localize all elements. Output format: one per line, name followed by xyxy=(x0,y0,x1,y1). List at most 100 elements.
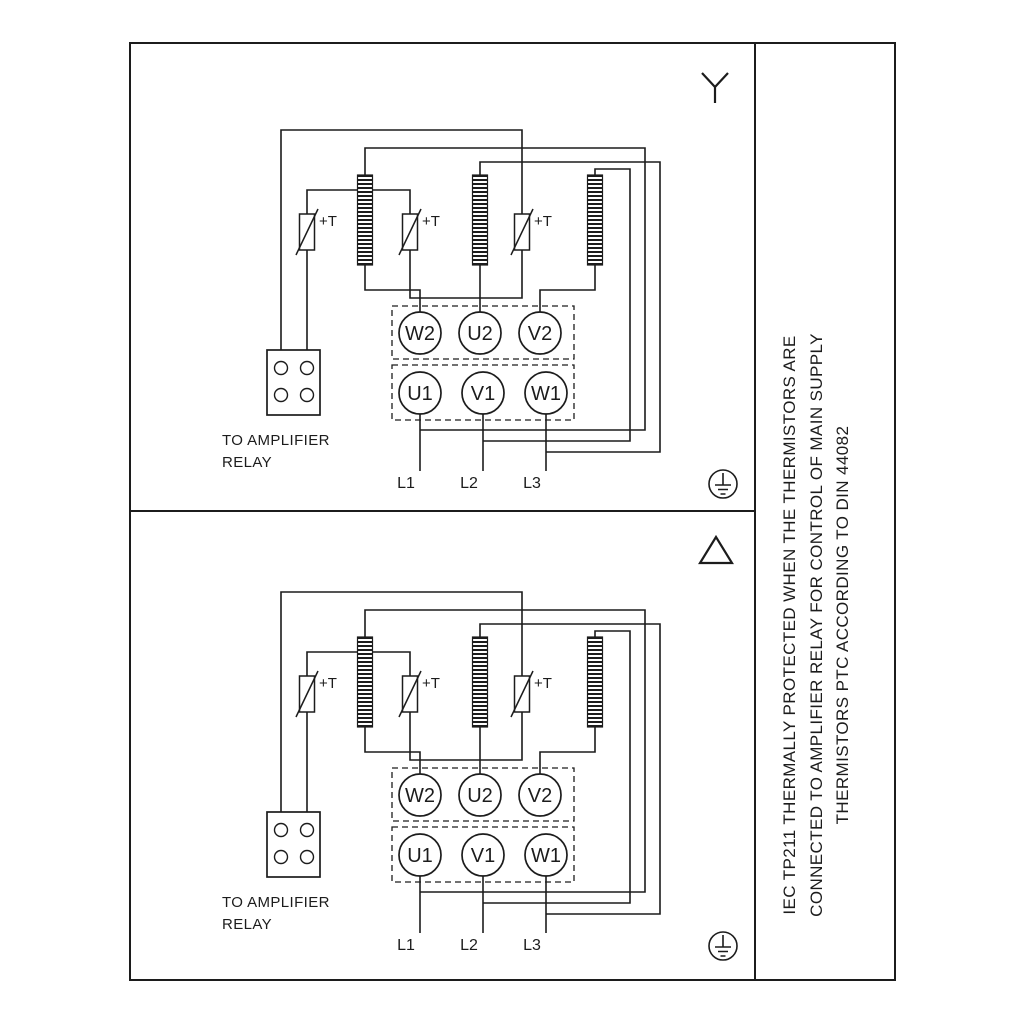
terminal-label: V2 xyxy=(528,785,552,807)
terminal-label: U2 xyxy=(467,323,493,345)
relay-caption-line-1: TO AMPLIFIER xyxy=(222,894,330,911)
supply-label-l1: L1 xyxy=(397,937,415,954)
thermistor-1: +T xyxy=(295,208,337,256)
winding-wiring xyxy=(364,147,661,453)
winding3-bottom-wire xyxy=(539,727,596,774)
thermistor-strike xyxy=(295,670,319,718)
terminal-v2: V2 xyxy=(518,311,562,355)
thermistor-3: +T xyxy=(510,670,552,718)
terminal-u1: U1 xyxy=(398,833,442,877)
terminal-circle xyxy=(458,773,502,817)
motor-windings xyxy=(356,174,604,266)
winding-wiring xyxy=(364,609,661,915)
thermistor-circuit-wire xyxy=(280,591,523,812)
motor-winding-icon xyxy=(471,174,489,266)
terminal-w1: W1 xyxy=(524,833,568,877)
thermistor-3: +T xyxy=(510,208,552,256)
winding3-top-wire xyxy=(483,630,631,904)
terminal-label: W2 xyxy=(405,323,435,345)
amplifier-relay xyxy=(266,349,321,416)
supply-label-l3: L3 xyxy=(523,937,541,954)
thermistor-label: +T xyxy=(534,213,552,230)
thermistor-circuit-wire xyxy=(280,129,523,350)
terminal-label: U1 xyxy=(407,383,433,405)
relay-terminal xyxy=(273,387,289,403)
terminal-label: V1 xyxy=(471,383,495,405)
terminal-circle xyxy=(398,833,442,877)
delta-connection-icon xyxy=(698,534,734,565)
relay-caption-line-2: RELAY xyxy=(222,454,272,471)
winding3-top-wire xyxy=(483,168,631,442)
motor-winding-icon xyxy=(471,636,489,728)
relay-box xyxy=(266,349,321,416)
supply-lines xyxy=(419,876,547,933)
terminal-label: W1 xyxy=(531,383,561,405)
terminal-circle xyxy=(461,833,505,877)
relay-terminal xyxy=(273,822,289,838)
terminal-board-outline-top xyxy=(391,305,575,360)
terminal-v1: V1 xyxy=(461,371,505,415)
terminal-w2: W2 xyxy=(398,311,442,355)
motor-winding-icon xyxy=(586,174,604,266)
winding1-top-wire xyxy=(364,609,646,893)
side-note: IEC TP211 THERMALLY PROTECTED WHEN THE T… xyxy=(780,333,852,917)
terminal-circle xyxy=(398,773,442,817)
thermistor-label: +T xyxy=(422,675,440,692)
terminal-circle xyxy=(398,311,442,355)
terminal-u2: U2 xyxy=(458,773,502,817)
relay-terminal xyxy=(273,360,289,376)
relay-terminal xyxy=(299,360,315,376)
panel-star-connection: +T +T +T W2 U2 xyxy=(222,72,738,499)
relay-terminal xyxy=(273,849,289,865)
terminal-v1: V1 xyxy=(461,833,505,877)
terminal-circle xyxy=(458,311,502,355)
supply-label-l3: L3 xyxy=(523,475,541,492)
terminal-label: U1 xyxy=(407,845,433,867)
winding2-top-wire xyxy=(479,161,661,453)
motor-windings xyxy=(356,636,604,728)
thermistor-1: +T xyxy=(295,670,337,718)
terminal-label: W2 xyxy=(405,785,435,807)
side-note-line-2: CONNECTED TO AMPLIFIER RELAY FOR CONTROL… xyxy=(807,333,826,917)
winding1-bottom-wire xyxy=(364,265,421,312)
terminal-label: V2 xyxy=(528,323,552,345)
terminal-w2: W2 xyxy=(398,773,442,817)
thermistor-strike xyxy=(295,208,319,256)
thermistor-strike xyxy=(398,208,422,256)
terminal-u2: U2 xyxy=(458,311,502,355)
thermistor-label: +T xyxy=(534,675,552,692)
amplifier-relay xyxy=(266,811,321,878)
supply-label-l2: L2 xyxy=(460,937,478,954)
motor-winding-icon xyxy=(356,174,374,266)
terminal-label: W1 xyxy=(531,845,561,867)
terminal-circle xyxy=(524,371,568,415)
terminal-board-outline-bottom xyxy=(391,826,575,883)
earth-ground-icon xyxy=(708,469,738,499)
thermistor-label: +T xyxy=(422,213,440,230)
thermistor-2: +T xyxy=(398,208,440,256)
earth-ground-icon xyxy=(708,931,738,961)
star-connection-icon xyxy=(701,72,729,103)
terminal-label: U2 xyxy=(467,785,493,807)
supply-label-l2: L2 xyxy=(460,475,478,492)
supply-lines xyxy=(419,414,547,471)
thermistor-2: +T xyxy=(398,670,440,718)
thermistor-label: +T xyxy=(319,213,337,230)
terminal-circle xyxy=(461,371,505,415)
motor-winding-icon xyxy=(586,636,604,728)
winding2-top-wire xyxy=(479,623,661,915)
relay-terminal xyxy=(299,822,315,838)
side-note-line-3: THERMISTORS PTC ACCORDING TO DIN 44082 xyxy=(833,426,852,825)
motor-winding-icon xyxy=(356,636,374,728)
terminal-v2: V2 xyxy=(518,773,562,817)
supply-label-l1: L1 xyxy=(397,475,415,492)
terminal-circle xyxy=(518,311,562,355)
terminal-circle xyxy=(398,371,442,415)
thermistor-strike xyxy=(398,670,422,718)
relay-caption-line-2: RELAY xyxy=(222,916,272,933)
terminal-circle xyxy=(518,773,562,817)
relay-terminal xyxy=(299,387,315,403)
terminal-board-outline-top xyxy=(391,767,575,822)
winding3-bottom-wire xyxy=(539,265,596,312)
